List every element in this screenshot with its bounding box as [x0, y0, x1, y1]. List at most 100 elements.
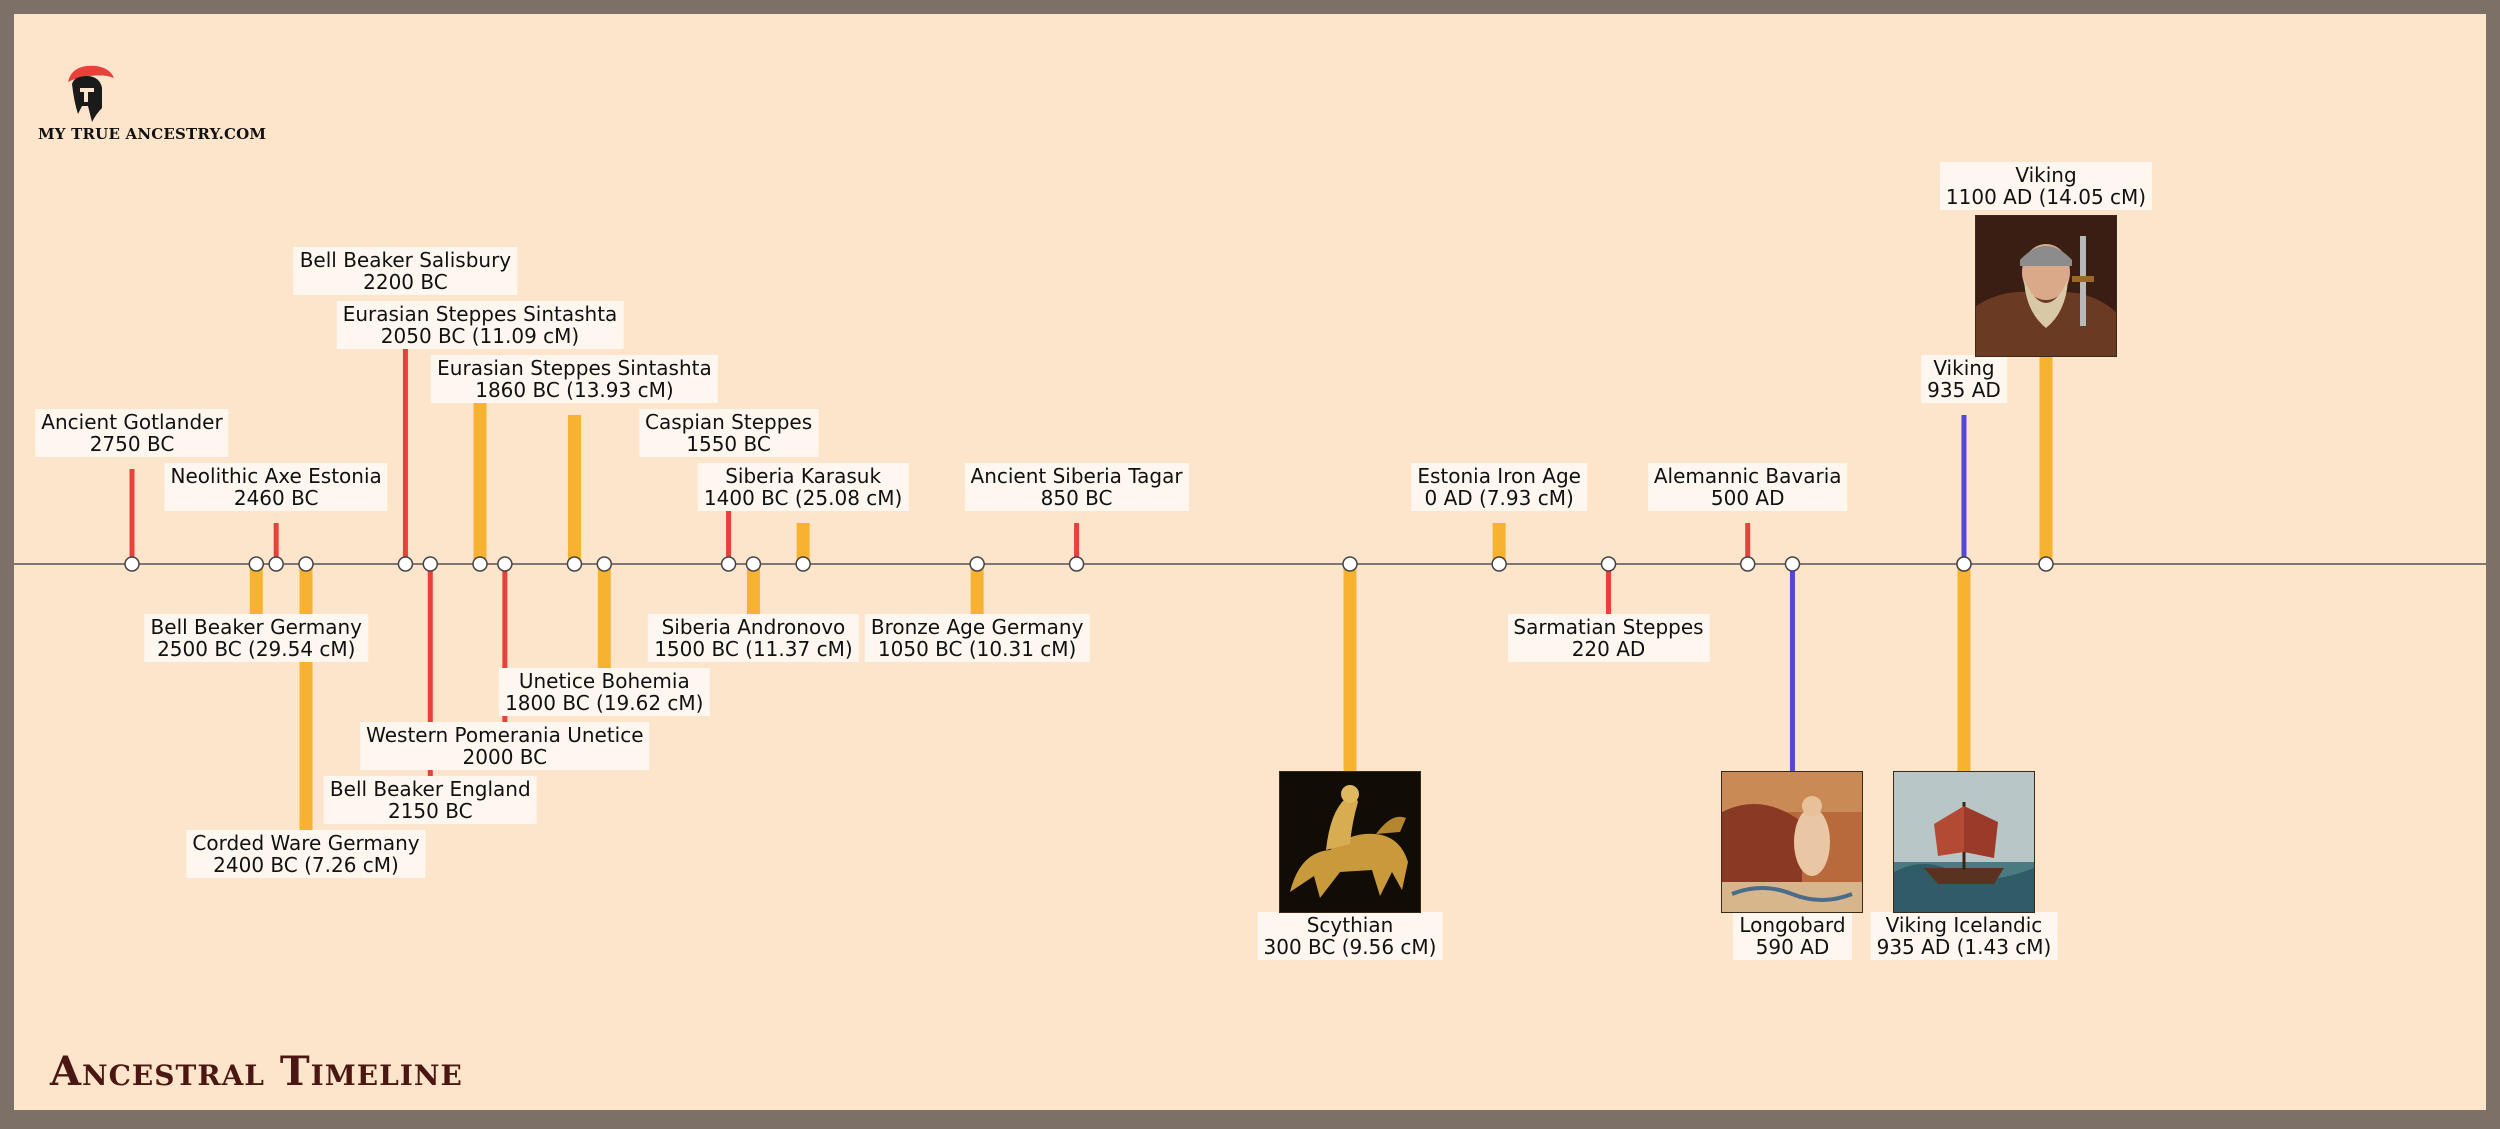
event-date: 0 AD (7.93 cM): [1424, 486, 1574, 510]
event-date: 1400 BC (25.08 cM): [703, 486, 903, 510]
event-date: 1500 BC (11.37 cM): [654, 637, 853, 661]
event-date: 1800 BC (19.62 cM): [505, 691, 704, 715]
brand-name: MY TRUE ANCESTRY.COM: [38, 125, 267, 143]
marker-estonia-iron-age[interactable]: [1491, 556, 1507, 572]
marker-unetice-bohemia[interactable]: [596, 556, 613, 572]
event-date: 220 AD: [1571, 637, 1646, 661]
event-name: Sarmatian Steppes: [1513, 615, 1704, 639]
marker-siberia-karasuk[interactable]: [795, 556, 811, 572]
event-name: Unetice Bohemia: [518, 669, 690, 693]
scythian-horse-rider-image: [1280, 772, 1420, 912]
marker-eurasian-steppes-sintashta-1860[interactable]: [566, 556, 583, 572]
marker-bell-beaker-germany[interactable]: [248, 556, 265, 572]
event-date: 2150 BC: [387, 799, 473, 823]
marker-corded-ware-germany[interactable]: [298, 556, 314, 572]
event-name: Scythian: [1306, 913, 1394, 937]
event-date: 2500 BC (29.54 cM): [157, 637, 356, 661]
page-title: Ancestral Timeline: [50, 1048, 463, 1095]
event-date: 300 BC (9.56 cM): [1263, 935, 1437, 959]
event-date: 2200 BC: [363, 270, 448, 294]
event-date: 2000 BC: [462, 745, 548, 769]
event-name: Neolithic Axe Estonia: [170, 464, 382, 488]
event-name: Corded Ware Germany: [192, 831, 420, 855]
event-name: Longobard: [1739, 913, 1846, 937]
event-date: 1550 BC: [686, 432, 771, 456]
marker-ancient-gotlander[interactable]: [124, 556, 140, 572]
event-date: 2750 BC: [89, 432, 175, 456]
marker-alemannic-bavaria[interactable]: [1739, 556, 1756, 572]
event-name: Viking: [1933, 356, 1995, 380]
event-name: Caspian Steppes: [644, 410, 813, 434]
event-name: Bell Beaker Salisbury: [299, 248, 512, 272]
event-date: 2460 BC: [233, 486, 319, 510]
event-date: 590 AD: [1755, 935, 1830, 959]
marker-neolithic-axe-estonia[interactable]: [268, 556, 284, 572]
marker-bell-beaker-salisbury[interactable]: [397, 556, 414, 572]
event-name: Eurasian Steppes Sintashta: [342, 302, 618, 326]
marker-caspian-steppes[interactable]: [720, 556, 737, 572]
event-date: 1050 BC (10.31 cM): [877, 637, 1077, 661]
marker-western-pomerania-unetice[interactable]: [497, 556, 513, 572]
marker-longobard[interactable]: [1784, 556, 1801, 572]
marker-bronze-age-germany[interactable]: [969, 556, 985, 572]
marker-viking-icelandic[interactable]: [1956, 556, 1972, 572]
event-name: Siberia Andronovo: [661, 615, 846, 639]
marker-bell-beaker-england[interactable]: [422, 556, 439, 572]
spartan-helmet-icon: [68, 65, 114, 122]
viking-warrior-image: [1976, 216, 2116, 356]
event-name: Siberia Karasuk: [725, 464, 882, 488]
markers: [124, 556, 2054, 572]
marker-sarmatian-steppes[interactable]: [1600, 556, 1617, 572]
event-date: 1860 BC (13.93 cM): [475, 378, 674, 402]
event-date: 500 AD: [1710, 486, 1785, 510]
event-name: Bell Beaker England: [329, 777, 531, 801]
stems: [129, 307, 2053, 830]
event-date: 2050 BC (11.09 cM): [380, 324, 580, 348]
event-date: 2400 BC (7.26 cM): [213, 853, 399, 877]
event-date: 935 AD: [1927, 378, 2001, 402]
marker-eurasian-steppes-sintashta-2050[interactable]: [472, 556, 488, 572]
event-name: Western Pomerania Unetice: [366, 723, 644, 747]
event-name: Bronze Age Germany: [870, 615, 1084, 639]
marker-ancient-siberia-tagar[interactable]: [1068, 556, 1085, 572]
marker-scythian[interactable]: [1342, 556, 1358, 572]
event-name: Bell Beaker Germany: [150, 615, 363, 639]
longobard-fresco-image: [1722, 772, 1863, 912]
event-name: Estonia Iron Age: [1417, 464, 1581, 488]
event-name: Ancient Gotlander: [41, 410, 223, 434]
event-name: Ancient Siberia Tagar: [970, 464, 1183, 488]
viking-longship-image: [1893, 772, 2034, 912]
marker-siberia-andronovo[interactable]: [745, 556, 762, 572]
event-name: Alemannic Bavaria: [1653, 464, 1842, 488]
brand-logo[interactable]: [38, 62, 122, 128]
event-date: 1100 AD (14.05 cM): [1945, 185, 2147, 209]
event-name: Viking Icelandic: [1885, 913, 2043, 937]
event-date: 850 BC: [1040, 486, 1113, 510]
marker-viking-1100[interactable]: [2038, 556, 2054, 572]
event-date: 935 AD (1.43 cM): [1876, 935, 2052, 959]
